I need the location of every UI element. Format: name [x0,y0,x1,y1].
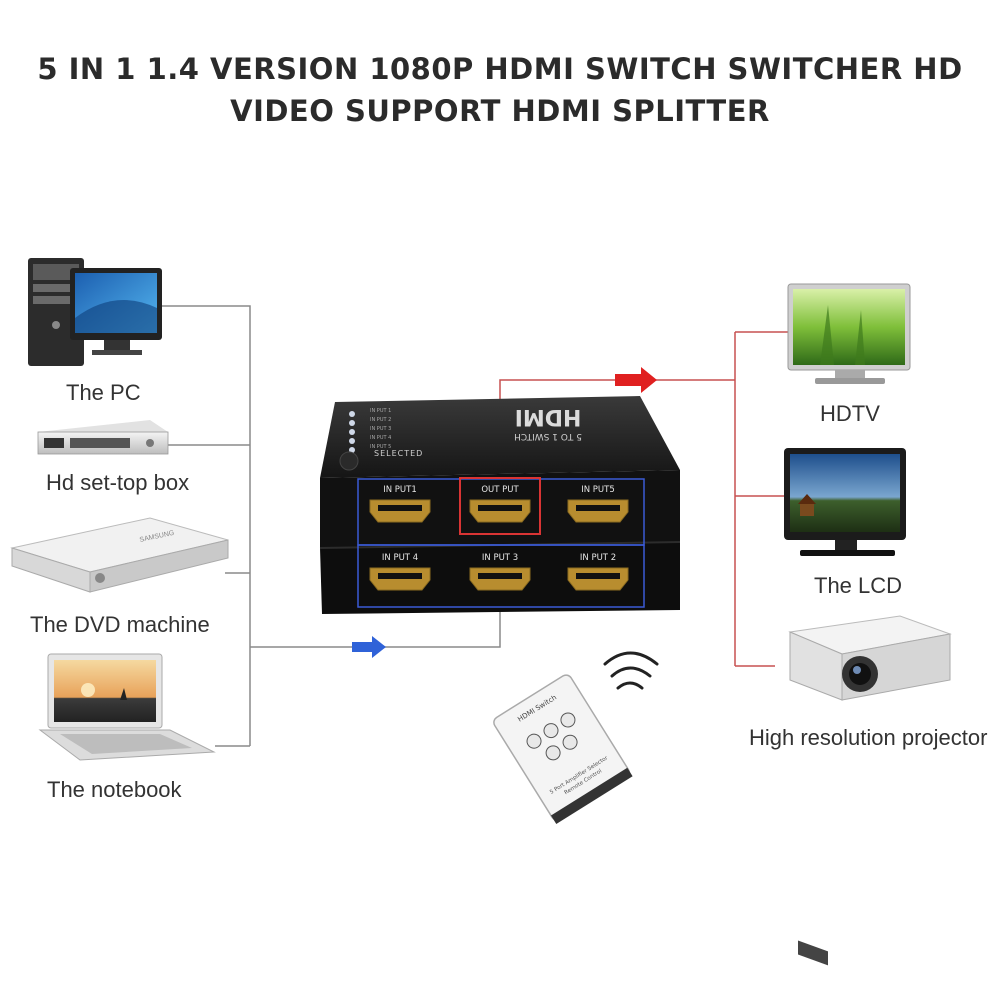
led-label-3: IN PUT 3 [370,426,391,432]
port-label-output: OUT PUT [481,485,519,495]
set-top-box-icon [37,420,169,455]
output-bracket [459,477,541,535]
source-label-notebook: The notebook [47,777,182,802]
input-leds [349,411,355,453]
title-line-1: 5 IN 1 1.4 VERSION 1080P HDMI SWITCH SWI… [37,52,963,86]
port-label-input1: IN PUT1 [383,485,417,495]
switch-logo: HDMI [515,404,582,429]
switch-logo-sub: 5 TO 1 SWITCH [514,431,582,441]
title-line-2: VIDEO SUPPORT HDMI SPLITTER [230,94,770,128]
desktop-pc-icon [28,258,162,366]
port-label-input2: IN PUT 2 [580,553,616,563]
source-label-dvd: The DVD machine [30,612,210,637]
signal-waves-icon [603,651,659,690]
led-label-1: IN PUT 1 [370,408,391,414]
port-label-input3: IN PUT 3 [482,553,518,563]
remote-control-icon: HDMI Switch 5 Port Amplifier Selector Re… [493,651,659,824]
output-arrow-icon [615,367,657,393]
led-label-5: IN PUT 5 [370,444,391,450]
source-label-set-top-box: Hd set-top box [46,470,190,495]
input-bracket-bottom [357,544,645,608]
hdmi-switch-box: HDMI 5 TO 1 SWITCH SELECTED IN PUT 1 IN … [319,396,681,614]
output-label-projector: High resolution projector [749,725,988,750]
lcd-monitor-icon [784,448,906,556]
led-label-4: IN PUT 4 [370,435,391,441]
select-button [339,451,359,471]
led-label-2: IN PUT 2 [370,417,391,423]
port-label-input4: IN PUT 4 [382,553,418,563]
output-label-hdtv: HDTV [820,401,880,426]
input-connection-lines [160,305,501,747]
dvd-player-icon: SAMSUNG [10,517,229,593]
port-label-input5: IN PUT5 [581,485,615,495]
output-label-lcd: The LCD [814,573,903,598]
projector-icon [788,615,952,966]
hdtv-icon [787,283,911,384]
selected-label: SELECTED [374,449,423,458]
laptop-icon [38,653,216,761]
source-label-pc: The PC [66,380,141,405]
input-arrow-icon [352,636,386,658]
